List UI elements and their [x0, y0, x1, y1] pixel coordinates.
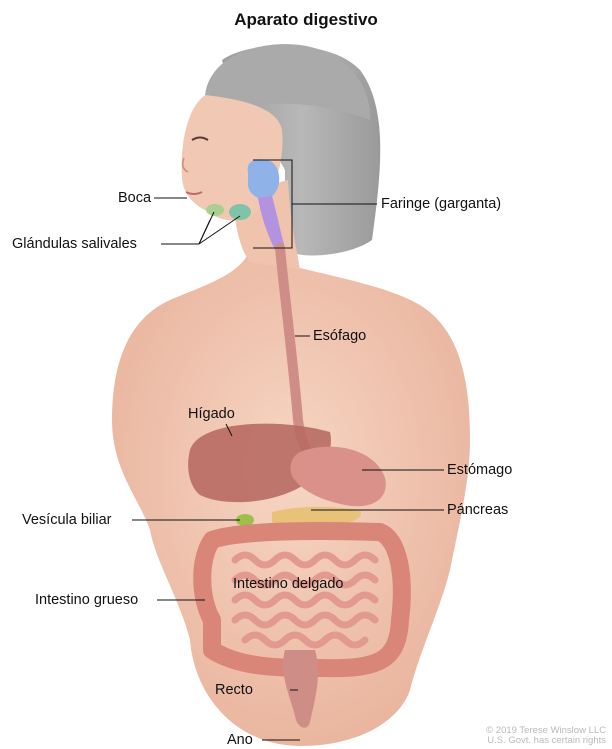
copyright-line-2: U.S. Govt. has certain rights [486, 736, 606, 746]
label-boca: Boca [118, 189, 151, 207]
label-esofago: Esófago [313, 327, 366, 345]
label-faringe: Faringe (garganta) [381, 195, 501, 213]
label-estomago: Estómago [447, 461, 512, 479]
diagram-title: Aparato digestivo [0, 10, 612, 30]
label-recto: Recto [215, 681, 253, 699]
label-pancreas: Páncreas [447, 501, 508, 519]
saliva-gland-2 [206, 204, 224, 216]
label-intestino-grueso: Intestino grueso [35, 591, 138, 609]
label-intestino-delgado: Intestino delgado [233, 575, 343, 593]
label-ano: Ano [227, 731, 253, 749]
label-higado: Hígado [188, 405, 235, 423]
saliva-gland-1 [229, 204, 251, 220]
label-vesicula-biliar: Vesícula biliar [22, 511, 111, 529]
copyright-notice: © 2019 Terese Winslow LLC U.S. Govt. has… [486, 726, 606, 746]
label-glandulas-salivales: Glándulas salivales [12, 235, 137, 253]
pharynx [248, 159, 280, 199]
